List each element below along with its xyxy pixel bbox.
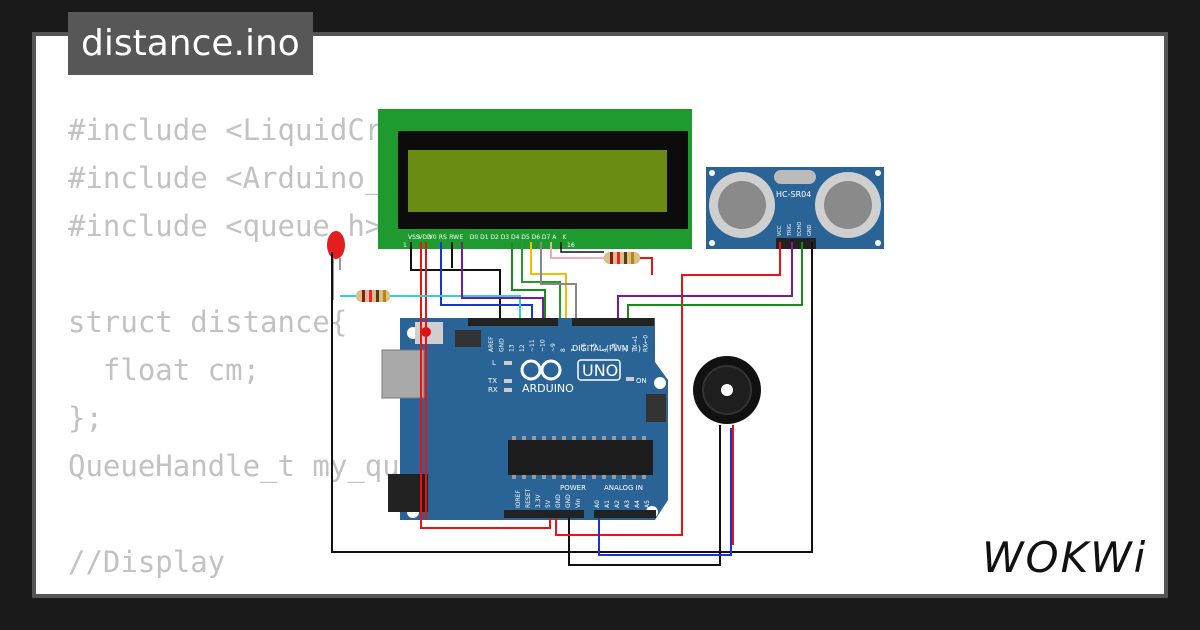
sensor-pin-label: ECHO [797, 222, 803, 236]
wokwi-logo-text: WOKWi [982, 533, 1147, 582]
lcd-pin-label: D7 [542, 234, 551, 241]
led-resistor[interactable] [340, 290, 405, 302]
sensor-pin-label: TRIG [787, 224, 793, 237]
lcd-pin-label: RW [449, 234, 459, 241]
code-line: float cm; [68, 353, 261, 387]
power-pin-label: 5V [545, 499, 552, 508]
power-header-label: POWER [560, 484, 586, 492]
lcd-pin-label: D0 [470, 234, 479, 241]
sensor-pin-label: GND [807, 224, 813, 236]
digital-pin-label: 8 [560, 348, 567, 352]
digital-pin-label: GND [498, 338, 505, 352]
power-pin-label: 3.3V [535, 493, 542, 508]
analog-pin-label: A3 [624, 500, 631, 508]
power-pin-label: Vin [575, 498, 582, 508]
analog-pin-label: A0 [594, 500, 601, 508]
piezo-buzzer[interactable] [693, 356, 761, 424]
sensor-pin-labels: VCC TRIG ECHO GND [777, 222, 813, 237]
digital-pin-label: AREF [488, 336, 495, 352]
lcd-pin-label: A [552, 234, 557, 241]
digital-pin-label: 2 [622, 348, 629, 352]
power-pin-label: GND [565, 494, 572, 508]
analog-pin-label: A5 [644, 500, 651, 508]
wiring [331, 242, 813, 566]
led-l-label: L [492, 359, 496, 367]
lcd-pin-label: V0 [429, 234, 437, 241]
code-line: }; [68, 401, 103, 435]
code-line: #include <queue.h> [68, 209, 383, 243]
digital-pin-label: RX←0 [643, 335, 650, 352]
analog-pin-label: A1 [604, 500, 611, 508]
file-name-tab[interactable]: distance.ino [68, 12, 313, 75]
red-led[interactable] [327, 231, 345, 300]
sensor-pin-label: VCC [777, 225, 783, 236]
wokwi-logo: WOKWi [982, 533, 1147, 582]
code-line: struct distance{ [68, 305, 348, 339]
lcd-pin-label: D6 [532, 234, 541, 241]
digital-pin-label: 12 [519, 344, 526, 352]
lcd-pin-label: VDD [418, 234, 432, 241]
analog-pin-label: A2 [614, 500, 621, 508]
lcd-pin-label: VSS [408, 234, 420, 241]
led-rx-label: RX [488, 386, 498, 394]
arduino-model-label: UNO [582, 361, 618, 380]
arduino-brand-label: ARDUINO [522, 382, 574, 395]
lcd-pin-label: D2 [490, 234, 499, 241]
code-line: LiquidCrystal lcd(12, 11, 10, 9, 8, 7); [68, 586, 749, 594]
digital-pin-label: TX→1 [632, 335, 639, 353]
lcd-pin-last: 16 [567, 242, 575, 249]
lcd-pin-label: D3 [501, 234, 510, 241]
power-pin-label: GND [555, 494, 562, 508]
lcd-backlight-resistor[interactable] [604, 252, 640, 264]
power-pin-label: RESET [525, 488, 532, 508]
digital-pin-label: ~6 [581, 343, 588, 352]
digital-pin-label: 7 [570, 348, 577, 352]
digital-pin-label: 4 [601, 348, 608, 352]
analog-pin-label: A4 [634, 500, 641, 508]
led-tx-label: TX [487, 377, 497, 385]
lcd-pin-label: K [563, 234, 568, 241]
on-led-label: ON [636, 377, 647, 385]
digital-pin-label: ~9 [550, 343, 557, 352]
lcd-pin-label: D4 [511, 234, 520, 241]
power-pin-label: IOREF [515, 490, 522, 508]
lcd-pin-label: D5 [521, 234, 530, 241]
digital-pin-label: ~3 [612, 343, 619, 352]
lcd-pin-label: E [460, 234, 464, 241]
sensor-model-label: HC-SR04 [776, 190, 811, 199]
lcd-pin-label: D1 [480, 234, 489, 241]
code-line: //Display [68, 545, 226, 579]
digital-pin-label: ~10 [540, 339, 547, 352]
arduino-uno-board[interactable]: ARDUINO UNO DIGITAL (PWM ~) ANALOG IN PO… [381, 318, 668, 520]
lcd-pin-first: 1 [403, 242, 407, 249]
ultrasonic-sensor[interactable]: HC-SR04 VCC TRIG ECHO GND [706, 167, 884, 249]
digital-header-label: DIGITAL (PWM ~) [572, 344, 641, 353]
lcd-pin-label: RS [439, 234, 447, 241]
analog-header-label: ANALOG IN [604, 484, 643, 492]
arduino-logo-icon [520, 359, 562, 381]
digital-pin-label: ~5 [591, 343, 598, 352]
digital-pin-label: ~11 [529, 339, 536, 352]
digital-pin-label: 13 [509, 344, 516, 352]
